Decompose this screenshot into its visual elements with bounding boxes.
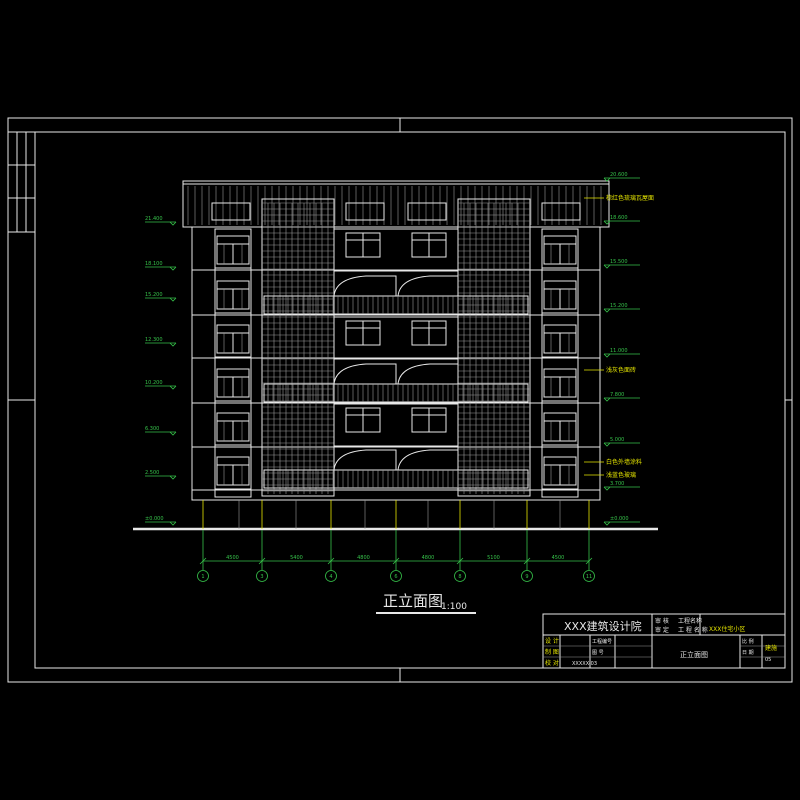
sheet-number: 05: [765, 657, 771, 663]
field-4: 日 期: [742, 650, 754, 656]
balcony-canopy: [333, 275, 397, 297]
axis-label: 6: [394, 574, 397, 580]
center-bay: [333, 228, 459, 272]
dimension-value: 5400: [290, 555, 303, 561]
balcony-canopy: [397, 363, 459, 385]
level-label-left: 12.300: [145, 337, 163, 343]
dimension-value: 4800: [422, 555, 435, 561]
axis-bubble: [256, 570, 268, 582]
level-label-right: ±0.000: [610, 516, 629, 522]
dimension-value: 4800: [357, 555, 370, 561]
axis-label: 8: [458, 574, 461, 580]
dimension-value: 4500: [552, 555, 565, 561]
binding-table: [7, 131, 36, 233]
material-callout: 白色外墙涂料: [606, 458, 642, 466]
level-label-right: 11.000: [610, 348, 628, 354]
approval-1: 审 核: [655, 617, 669, 625]
level-label-right: 3.700: [610, 481, 624, 487]
sheet-type: 建施: [765, 644, 777, 652]
side-column: [541, 228, 579, 498]
axis-label: 9: [525, 574, 528, 580]
level-label-left: 18.100: [145, 261, 163, 267]
level-label-left: 10.200: [145, 380, 163, 386]
roof: [182, 180, 610, 228]
level-label-right: 5.000: [610, 437, 624, 443]
balcony-canopy: [397, 449, 459, 471]
designer-1: 设 计: [545, 637, 559, 645]
material-callout: 棕红色琉璃瓦屋面: [606, 194, 654, 202]
level-label-left: 15.200: [145, 292, 163, 298]
level-label-right: 18.600: [610, 215, 628, 221]
level-label-right: 20.600: [610, 172, 628, 178]
axis-label: 3: [260, 574, 263, 580]
designer-2: 制 图: [545, 648, 559, 656]
field-1: 工程编号: [592, 638, 612, 645]
drawing-title: 正立面图: [383, 592, 443, 610]
axis-label: 11: [586, 574, 592, 580]
axis-bubble: [521, 570, 533, 582]
drawing-scale: 1:100: [441, 602, 467, 612]
balcony-canopy: [333, 449, 397, 471]
axis-bubble: [583, 570, 595, 582]
approval-2: 审 定: [655, 626, 669, 634]
center-bay: [333, 403, 459, 447]
title-block: [542, 613, 786, 669]
axis-bubble: [325, 570, 337, 582]
level-label-left: 21.400: [145, 216, 163, 222]
level-label-right: 15.500: [610, 259, 628, 265]
floor-lines: [192, 269, 600, 491]
designer-3: 校 对: [545, 659, 559, 667]
material-callout: 浅灰色面砖: [606, 366, 636, 374]
project-label-2: 工 程 名 称: [678, 626, 708, 634]
drawing-name: 正立面图: [680, 650, 708, 659]
company-name: XXX建筑设计院: [564, 619, 642, 633]
axis-bubble: [454, 570, 466, 582]
field-3: 比 例: [742, 638, 754, 645]
field-2: 图 号: [592, 650, 604, 656]
material-callout: 浅蓝色玻璃: [606, 471, 636, 479]
axis-bubble: [197, 570, 209, 582]
level-label-left: ±0.000: [145, 516, 164, 522]
side-column: [214, 228, 252, 498]
axis-label: 1: [201, 574, 204, 580]
axis-label: 4: [329, 574, 332, 580]
dimension-value: 5100: [487, 555, 500, 561]
balcony-canopy: [333, 363, 397, 385]
drawing-border: [34, 131, 786, 669]
project-name: XXX住宅小区: [709, 625, 745, 633]
balcony-railing: [263, 383, 529, 403]
balcony-canopy: [397, 275, 459, 297]
project-label-1: 工程名称: [678, 617, 702, 625]
level-label-left: 6.300: [145, 426, 159, 432]
level-label-left: 2.500: [145, 470, 159, 476]
axis-bubble: [390, 570, 402, 582]
drawing-number: XXXXX-03: [572, 661, 597, 667]
center-bay: [333, 316, 459, 360]
dimension-value: 4500: [226, 555, 239, 561]
level-label-right: 7.800: [610, 392, 624, 398]
level-label-right: 15.200: [610, 303, 628, 309]
